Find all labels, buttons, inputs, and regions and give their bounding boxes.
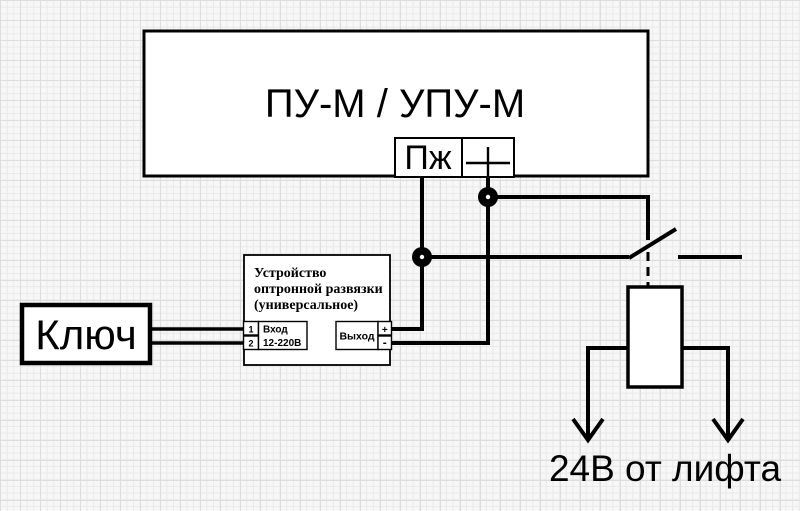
main-unit-label: ПУ-М / УПУ-М [265, 82, 525, 126]
wire-ground-to-minus [389, 177, 490, 345]
power-source-label: 24В от лифта [549, 448, 782, 489]
input-label-line2: 12-220В [263, 338, 301, 349]
terminal-pzh-box [394, 137, 463, 178]
input-pin1-label: 1 [248, 325, 253, 335]
key-box [19, 302, 153, 366]
output-label: Выход [339, 331, 374, 343]
key-label: Ключ [35, 311, 136, 358]
optocoupler-title-line2: оптронной развязки [254, 282, 383, 297]
output-minus-label: - [383, 336, 387, 350]
input-terminal-block: 1 2 Вход 12-220В [242, 320, 308, 351]
optocoupler-title-line1: Устройство [254, 266, 326, 281]
output-plus-label: + [382, 325, 388, 336]
relay-coil-box [626, 285, 684, 389]
wire-junction2-to-contact [488, 195, 650, 240]
wire-coil-left [586, 346, 628, 438]
input-pin2-label: 2 [248, 339, 253, 349]
input-label-line1: Вход [263, 325, 288, 336]
terminal-pzh-label: Пж [404, 139, 451, 177]
ground-icon [466, 147, 510, 176]
junction-dot-1 [412, 247, 432, 267]
wire-pzh-to-plus [389, 177, 424, 331]
arrow-down-right-icon [711, 417, 745, 444]
output-terminal-block: Выход + - [335, 320, 393, 351]
wire-coil-right [682, 346, 730, 438]
optocoupler-title-line3: (универсальное) [254, 298, 358, 313]
arrow-down-left-icon [571, 417, 605, 444]
junction-dot-2 [478, 187, 498, 207]
switch-blade [627, 227, 678, 260]
